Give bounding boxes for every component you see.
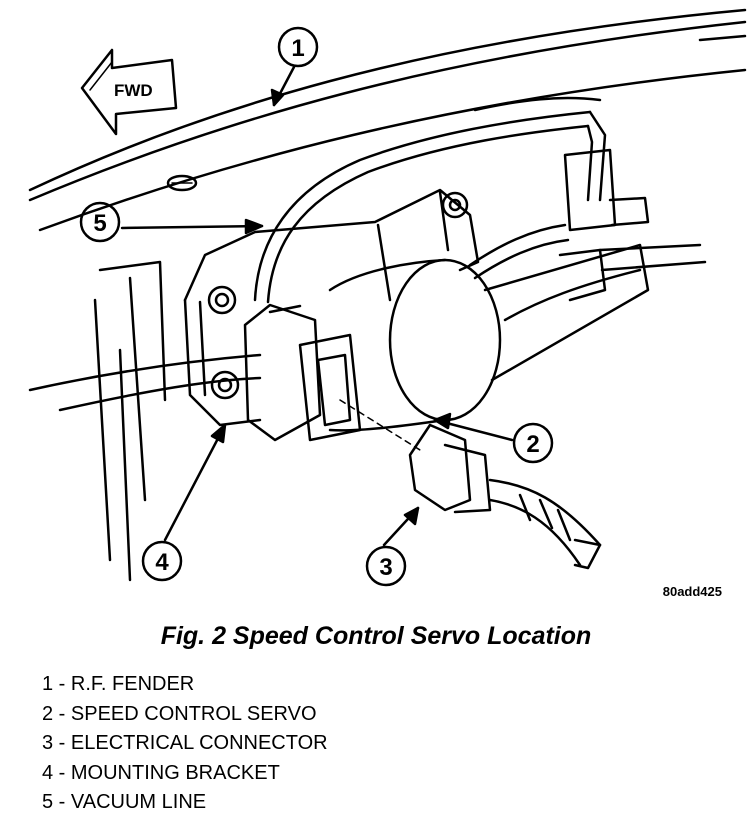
legend-item-4: 4 - MOUNTING BRACKET xyxy=(42,761,280,784)
callout-4-number: 4 xyxy=(155,549,169,576)
callout-1-number: 1 xyxy=(291,35,304,62)
servo-electrical-socket xyxy=(243,303,421,451)
callout-3-number: 3 xyxy=(379,554,392,581)
vacuum-line xyxy=(253,110,650,304)
legend-item-2: 2 - SPEED CONTROL SERVO xyxy=(42,702,317,725)
callout-2: 2 xyxy=(433,412,554,464)
legend-item-5: 5 - VACUUM LINE xyxy=(42,791,207,813)
mounting-bracket xyxy=(183,188,480,427)
callout-2-number: 2 xyxy=(526,431,539,458)
callout-5: 5 xyxy=(79,201,264,243)
legend-list: 1 - R.F. FENDER 2 - SPEED CONTROL SERVO … xyxy=(42,670,328,818)
fender-outline xyxy=(28,8,747,582)
callout-1: 1 xyxy=(270,26,319,107)
fender-emblem-icon xyxy=(166,174,198,192)
fwd-arrow-icon: FWD xyxy=(80,48,178,136)
legend-item-3: 3 - ELECTRICAL CONNECTOR xyxy=(42,732,328,754)
figure-caption: Fig. 2 Speed Control Servo Location xyxy=(160,622,592,650)
callout-4: 4 xyxy=(141,423,227,582)
electrical-connector xyxy=(408,423,602,570)
callout-5-number: 5 xyxy=(93,210,106,237)
figure-code: 80add425 xyxy=(663,584,722,599)
legend-item-1: 1 - R.F. FENDER xyxy=(42,673,195,695)
callout-3: 3 xyxy=(365,506,420,587)
fwd-label: FWD xyxy=(114,81,153,100)
servo-illustration: FWD xyxy=(28,8,747,599)
